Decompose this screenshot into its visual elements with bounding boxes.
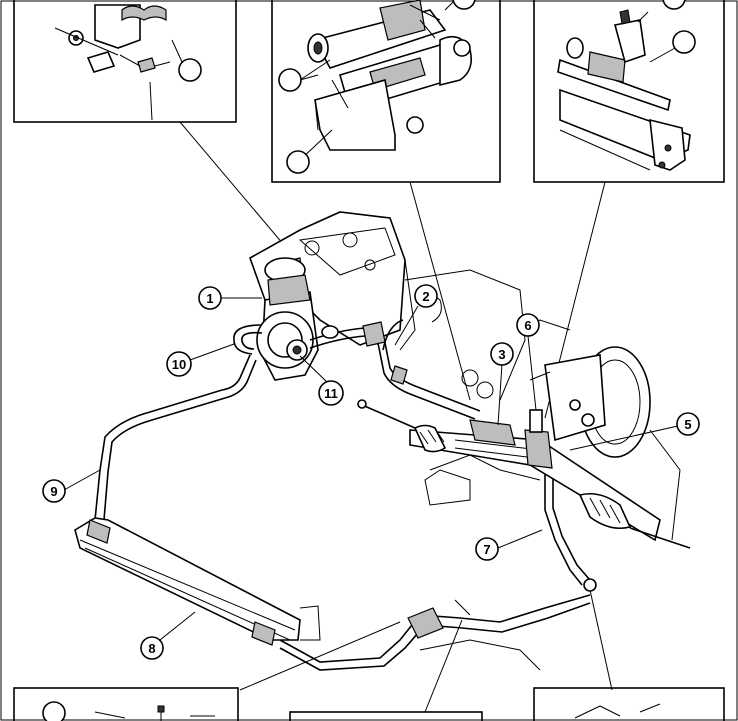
callout-partial	[452, 0, 476, 10]
detail-panel-top-left	[13, 0, 237, 123]
callout-label: 5	[684, 417, 691, 432]
callout-2-detail-tr	[672, 30, 696, 54]
power-steering-cooler	[74, 517, 321, 646]
pressure-hose	[309, 321, 481, 420]
steering-gear-rack	[357, 399, 691, 549]
callout-3: 3	[490, 342, 514, 426]
main-illustration	[74, 211, 691, 671]
callout-10: 10	[166, 343, 235, 377]
detail-panel-top-right-border	[533, 0, 725, 183]
detail-panel-top-center	[271, 0, 501, 183]
callout-label: 8	[148, 641, 155, 656]
callout-leader	[637, 11, 649, 23]
callout-partial	[662, 0, 686, 10]
detail-top-left-artwork	[54, 4, 171, 121]
detail-panel-top-left-border	[13, 0, 237, 123]
callout-label: 1	[206, 291, 213, 306]
detail-panel-bottom-left-border	[13, 687, 239, 721]
detail-leader-line	[409, 181, 471, 401]
return-hose-upper	[382, 319, 404, 351]
return-hose-loop	[94, 324, 263, 521]
callout-2: 2	[394, 284, 438, 346]
detail-top-center-artwork	[299, 0, 473, 151]
callout-8: 8	[140, 611, 196, 660]
callout-leader	[299, 74, 319, 81]
detail-panel-top-right	[533, 0, 725, 183]
detail-bottom-right-artwork	[574, 703, 661, 719]
callout-6: 6	[516, 313, 540, 411]
callout-7: 7	[475, 529, 543, 561]
brake-booster	[519, 319, 681, 541]
detail-top-right-artwork	[557, 9, 691, 171]
detail-panel-bottom-left	[13, 687, 239, 721]
power-steering-pump	[256, 257, 319, 381]
callout-label: 10	[172, 357, 186, 372]
detail-panel-bottom-center-border	[289, 711, 483, 721]
callout-4-detail-tc	[286, 150, 310, 174]
detail-leader-line	[589, 589, 613, 691]
rack-return-line	[544, 470, 597, 592]
detail-panel-bottom-right-border	[533, 687, 725, 721]
callout-2-detail-tl	[178, 58, 202, 82]
callout-label: 7	[483, 542, 490, 557]
detail-bottom-left-artwork	[94, 705, 215, 721]
callout-label: 9	[50, 484, 57, 499]
callout-label: 3	[498, 347, 505, 362]
callout-1: 1	[198, 286, 262, 310]
callout-label: 11	[324, 386, 338, 401]
detail-panel-bottom-right	[533, 687, 725, 721]
detail-panel-top-center-border	[271, 0, 501, 183]
rack-fitting	[529, 409, 543, 433]
callout-7-detail-bl	[42, 701, 66, 721]
callout-label: 2	[422, 289, 429, 304]
callout-leader	[649, 47, 676, 63]
callout-label: 6	[524, 318, 531, 333]
callout-leader	[171, 39, 183, 63]
callout-9: 9	[42, 469, 101, 503]
engine-outline	[404, 269, 526, 506]
callout-5: 5	[569, 412, 700, 451]
return-line-bottom	[279, 594, 591, 671]
detail-leader-line	[424, 619, 463, 713]
detail-panel-bottom-center	[289, 711, 483, 721]
callout-11: 11	[299, 355, 344, 406]
detail-leader-line	[239, 621, 401, 691]
callout-5-detail-tc	[278, 68, 302, 92]
